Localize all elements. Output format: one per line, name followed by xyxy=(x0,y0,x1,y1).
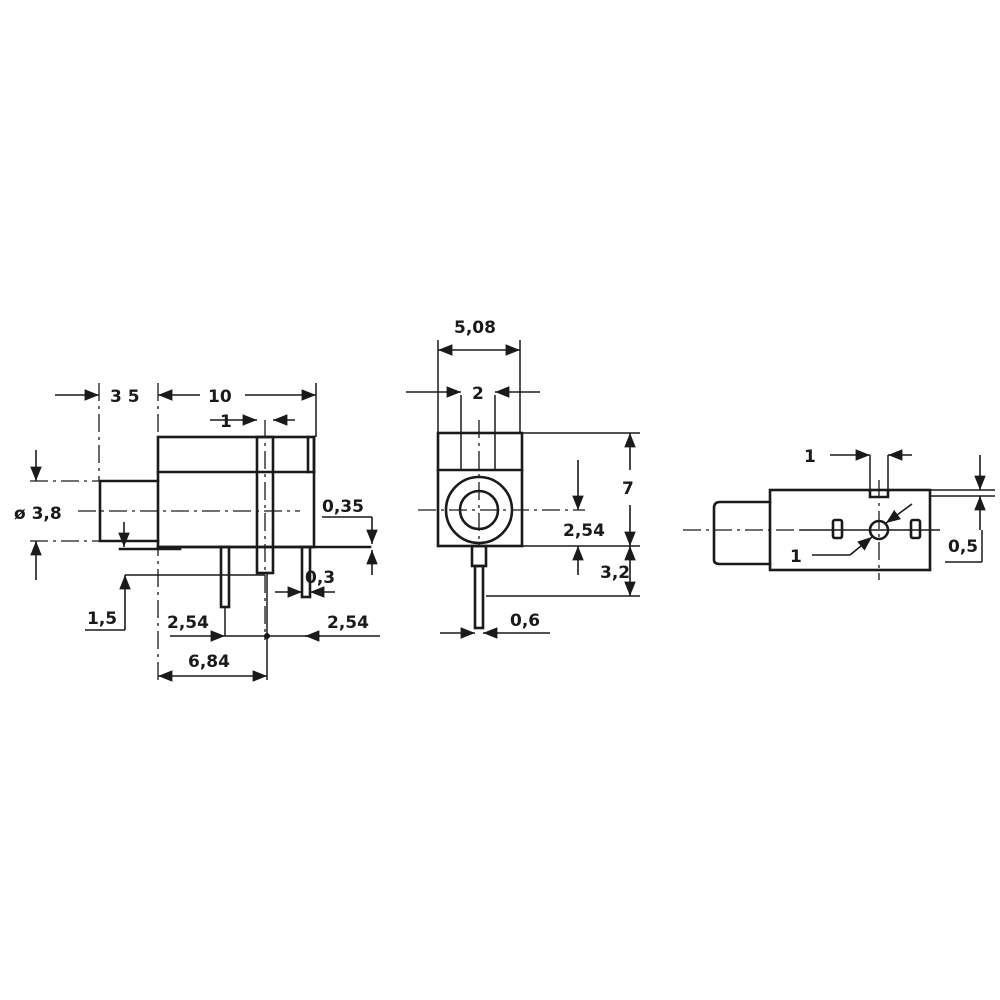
dim-center-height: 2,54 xyxy=(563,521,605,541)
bottom-hole xyxy=(868,519,890,541)
side-view: 3 5 10 1 ø 3,8 0,35 0,3 1,5 2,54 2,54 xyxy=(14,383,380,682)
dim-pin-thickness: 0,3 xyxy=(305,568,335,588)
dim-body-length: 10 xyxy=(208,387,232,407)
side-body-outline xyxy=(156,435,316,549)
side-pin-2 xyxy=(300,545,312,599)
dim-edge-offset: 0,5 xyxy=(948,537,978,557)
dim-front-slot: 2 xyxy=(472,384,484,404)
dim-shaft-diameter: ø 3,8 xyxy=(14,504,62,524)
dim-pin-offset: 6,84 xyxy=(188,652,230,672)
dim-pitch-left: 2,54 xyxy=(167,613,209,633)
bottom-pin-right xyxy=(909,518,922,540)
dim-front-width: 5,08 xyxy=(454,318,496,338)
dim-pin-width: 0,6 xyxy=(510,611,540,631)
front-pin xyxy=(473,564,485,630)
front-view: 5,08 2 7 2,54 3,2 0,6 xyxy=(406,318,640,639)
dim-front-height: 7 xyxy=(622,479,634,499)
dim-shaft-length: 3 5 xyxy=(110,387,140,407)
dim-standoff: 1,5 xyxy=(87,609,117,629)
dim-pitch-right: 2,54 xyxy=(327,613,369,633)
dim-bottom-slot: 1 xyxy=(804,447,816,467)
dim-pin-thickness-top: 0,35 xyxy=(322,497,364,517)
bottom-shaft xyxy=(712,500,772,566)
bottom-view: 1 1 0,5 xyxy=(683,447,995,580)
side-pin-1 xyxy=(219,545,231,609)
dim-side-slot: 1 xyxy=(220,412,232,432)
dim-pin-length: 3,2 xyxy=(600,563,630,583)
bottom-pin-left xyxy=(831,518,844,540)
dim-hole-diameter: 1 xyxy=(790,547,802,567)
